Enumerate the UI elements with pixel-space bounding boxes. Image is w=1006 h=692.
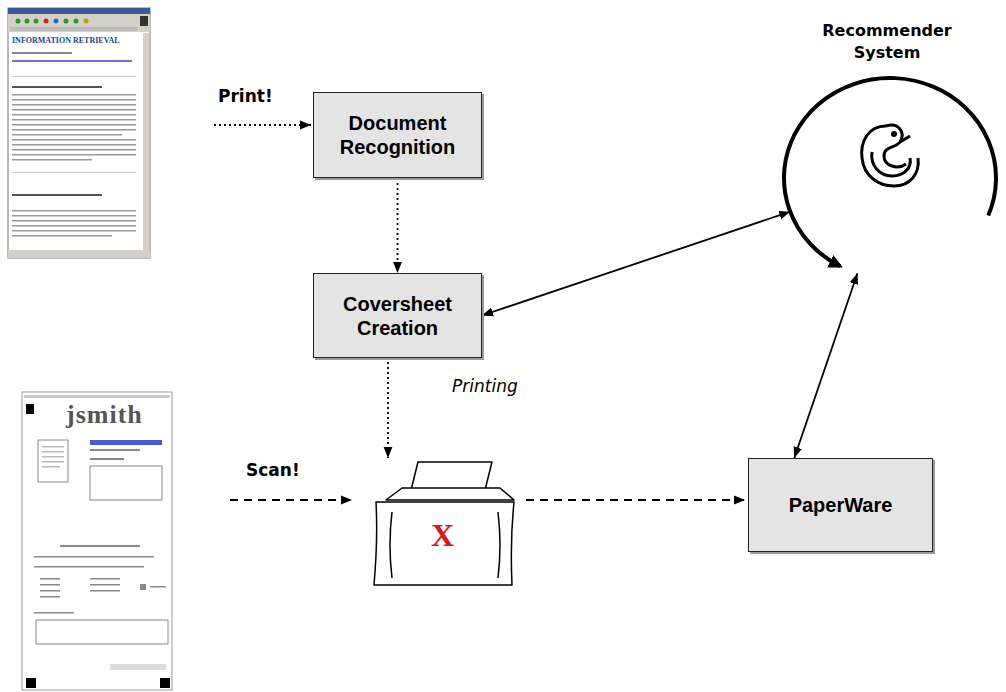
connector-arrow [794,273,857,458]
swan-logo [862,125,919,186]
process-box: Document Recognition [313,92,482,178]
node-label: Document Recognition [314,111,481,159]
coversheet-page [22,392,172,690]
connector-arrow [397,178,399,273]
printer-icon [374,462,514,585]
flow-arrows [214,125,745,500]
loop-arrow [784,78,996,266]
printer-logo: X [431,517,454,554]
flow-label: Printing [452,376,518,396]
node-label: PaperWare [789,493,893,517]
action-label: Print! [218,86,273,106]
node-heading: Recommender System [802,20,972,63]
connector-arrow [482,212,790,316]
recommender-loop: Recommender System [772,20,1002,292]
node-label: Coversheet Creation [314,292,481,340]
coversheet-username: jsmith [66,400,143,430]
browser-screenshot [8,8,150,258]
screenshot-heading: INFORMATION RETRIEVAL [12,36,120,45]
action-label: Scan! [246,460,300,480]
process-box: PaperWare [748,458,933,552]
process-box: Coversheet Creation [313,273,482,358]
